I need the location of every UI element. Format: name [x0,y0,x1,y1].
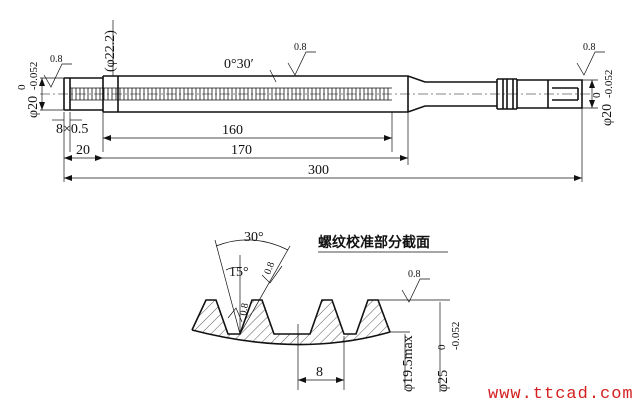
angle-lines [214,239,291,335]
roughness-symbol-flank: 0.8 [261,261,283,284]
right-diameter-label: φ20 [600,104,615,126]
right-tol-lower: -0.052 [603,70,615,98]
section-bottom-arc [191,329,391,346]
taper-angle-annotation: 0°30′ [224,57,277,83]
roughness-symbol-section-right: 0.8 [378,269,450,303]
threaded-body-outline [117,75,392,113]
shaft-view: 8×0.5 160 20 170 300 [16,20,615,182]
angle-arc-15 [225,266,241,271]
collar-outline [102,75,118,113]
left-shank-outline [63,77,103,111]
section-hatch [192,300,390,345]
extension-lines [40,77,598,182]
section-view: 螺纹校准部分截面 30° 15° 0.8 0.8 0.8 [191,230,462,392]
neck-outline [392,75,497,113]
dim-pitch: 8 [297,324,345,390]
thread-profile [191,299,391,335]
dim-minor-diameter: φ19.5max [390,331,416,392]
length-160-label: 160 [222,123,243,138]
grooves-outline [496,78,518,110]
roughness-left-label: 0.8 [50,54,63,65]
taper-angle-label: 0°30′ [224,57,254,72]
pitch-label: 8 [316,365,323,380]
dim-major-diameter: φ25 0 -0.052 [436,302,462,392]
dim-160: 160 [103,123,392,141]
dim-right-diameter: φ20 0 -0.052 [589,70,615,126]
dim-300: 300 [64,163,582,181]
svg-text:0.8: 0.8 [238,302,251,316]
dim-20: 20 [64,143,103,161]
length-20-label: 20 [76,143,90,158]
dim-collar-diameter: (φ22.2) [103,20,118,76]
svg-text:0.8: 0.8 [408,269,421,280]
length-300-label: 300 [308,163,329,178]
length-170-label: 170 [231,143,252,158]
left-tol-upper: 0 [16,84,28,90]
dim-170: 170 [103,143,408,161]
thread-angle-label: 30° [244,230,264,245]
chamfer-label: 8×0.5 [56,122,88,137]
dim-left-diameter: φ20 0 -0.052 [16,62,45,118]
major-tol-lower: -0.052 [450,322,462,350]
roughness-symbol-mid: 0.8 [287,42,316,76]
minor-diameter-label: φ19.5max [401,335,416,392]
right-tol-upper: 0 [591,92,603,98]
roughness-right-label: 0.8 [583,42,596,53]
thread-teeth [71,88,389,100]
right-shank-outline [517,79,583,109]
roughness-symbol-right: 0.8 [576,42,605,76]
roughness-mid-label: 0.8 [294,42,307,53]
roughness-symbol-left: 0.8 [43,54,72,88]
angle-arc-30 [215,239,289,251]
watermark: www.ttcad.com [488,385,634,404]
roughness-symbol-root: 0.8 [227,302,251,323]
left-diameter-label: φ20 [26,96,41,118]
dim-chamfer: 8×0.5 [52,119,88,137]
left-tol-lower: -0.052 [28,62,40,90]
section-title: 螺纹校准部分截面 [318,234,430,251]
collar-diameter-label: (φ22.2) [103,30,118,72]
svg-text:0.8: 0.8 [262,261,277,277]
half-angle-label: 15° [229,265,249,280]
major-diameter-label: φ25 [436,370,451,392]
major-tol-upper: 0 [436,344,448,350]
